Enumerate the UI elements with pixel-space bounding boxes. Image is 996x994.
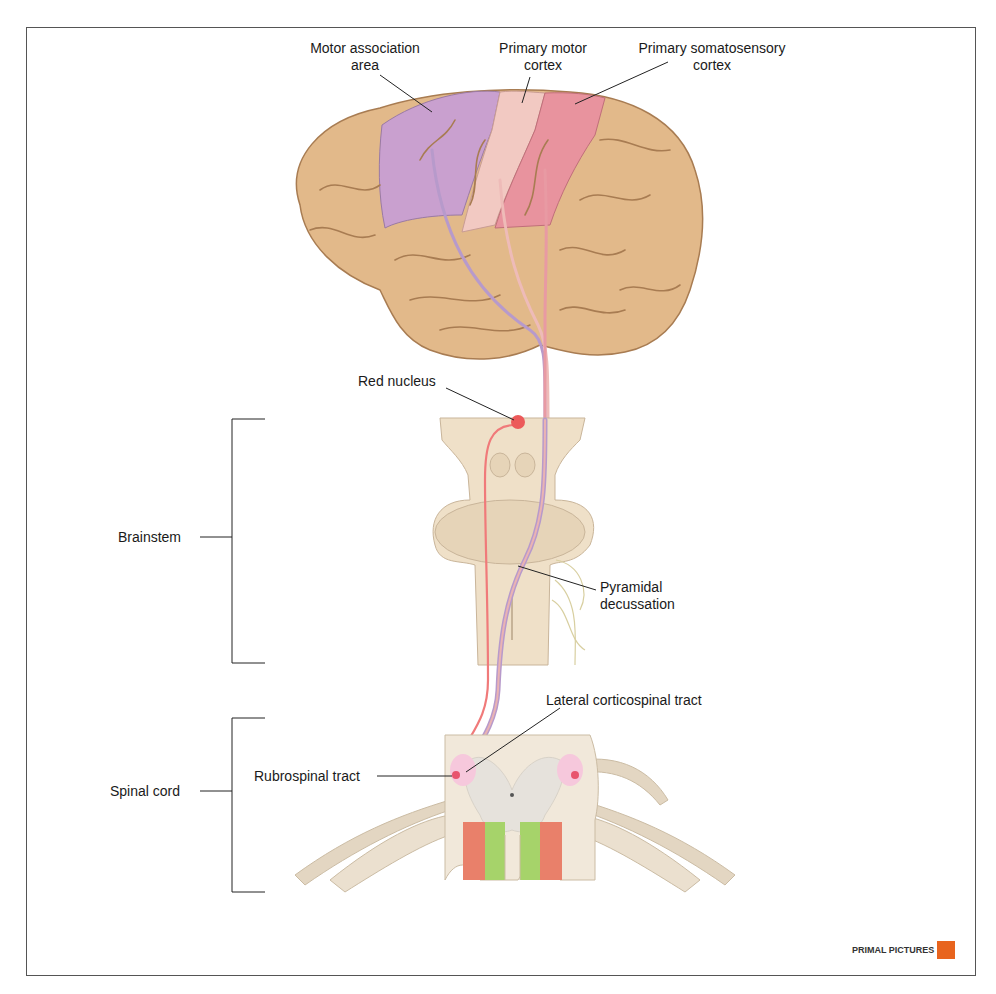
part-label: Brainstem bbox=[118, 529, 228, 546]
part-label: Primary motor cortex bbox=[488, 40, 598, 74]
part-label: Lateral corticospinal tract bbox=[546, 692, 766, 709]
brain bbox=[297, 90, 703, 359]
bracket bbox=[200, 419, 265, 892]
part-label: Spinal cord bbox=[110, 783, 210, 800]
frame bbox=[27, 28, 976, 976]
brainstem bbox=[433, 418, 594, 665]
part-label: Motor association area bbox=[300, 40, 430, 74]
spinal-cord-section bbox=[295, 735, 735, 892]
cortical-tracts bbox=[432, 150, 548, 450]
part-label: Red nucleus bbox=[358, 373, 478, 390]
leader-lines bbox=[377, 62, 668, 776]
part-label: Primary somatosensory cortex bbox=[622, 40, 802, 74]
watermark: PRIMAL PICTURES bbox=[852, 945, 942, 956]
red-nucleus bbox=[511, 415, 525, 429]
motor-pathways bbox=[456, 415, 545, 775]
part-label: Rubrospinal tract bbox=[254, 768, 379, 785]
logo-mark bbox=[937, 941, 955, 959]
part-label: Pyramidal decussation bbox=[600, 579, 690, 613]
